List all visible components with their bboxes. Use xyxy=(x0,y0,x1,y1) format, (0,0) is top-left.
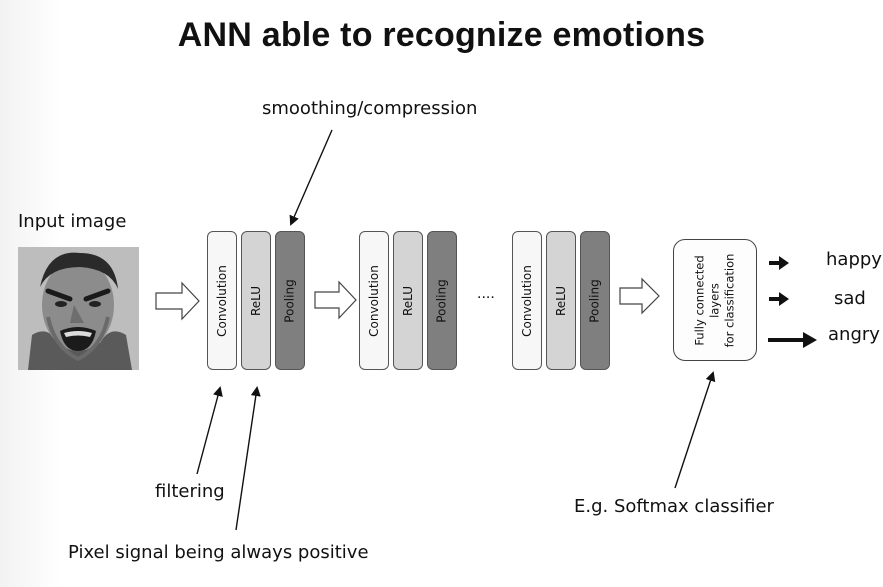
ellipsis-label: .... xyxy=(477,285,495,302)
convolution-block-3: Convolution xyxy=(512,231,542,370)
flow-arrow-2-icon xyxy=(314,280,357,320)
flow-arrow-3-icon xyxy=(619,277,660,315)
relu-block-3: ReLU xyxy=(546,231,576,370)
smoothing-label: smoothing/compression xyxy=(262,98,478,119)
convolution-block-1: Convolution xyxy=(207,231,237,370)
output-arrow-happy-icon xyxy=(769,256,789,270)
relu-block-1: ReLU xyxy=(241,231,271,370)
flow-arrow-1-icon xyxy=(155,281,200,321)
pixel-signal-pointer-icon xyxy=(235,386,261,531)
pooling-block-2: Pooling xyxy=(427,231,457,370)
softmax-label: E.g. Softmax classifier xyxy=(574,496,774,517)
filtering-pointer-icon xyxy=(196,386,223,475)
page-title: ANN able to recognize emotions xyxy=(177,16,706,54)
input-image-label: Input image xyxy=(18,211,127,232)
fully-connected-block: Fully connected layers for classificatio… xyxy=(673,239,757,361)
softmax-pointer-icon xyxy=(674,371,716,489)
output-arrow-sad-icon xyxy=(769,292,789,306)
smoothing-pointer-icon xyxy=(289,129,333,226)
pixel-signal-label: Pixel signal being always positive xyxy=(68,542,369,563)
pooling-block-1: Pooling xyxy=(275,231,305,370)
output-sad: sad xyxy=(834,288,866,309)
output-happy: happy xyxy=(826,249,882,270)
face-illustration xyxy=(18,247,139,370)
output-arrow-angry-icon xyxy=(768,332,817,348)
pooling-block-3: Pooling xyxy=(580,231,610,370)
filtering-label: filtering xyxy=(155,481,225,502)
output-angry: angry xyxy=(828,324,880,345)
relu-block-2: ReLU xyxy=(393,231,423,370)
input-face-image xyxy=(18,247,139,370)
convolution-block-2: Convolution xyxy=(359,231,389,370)
